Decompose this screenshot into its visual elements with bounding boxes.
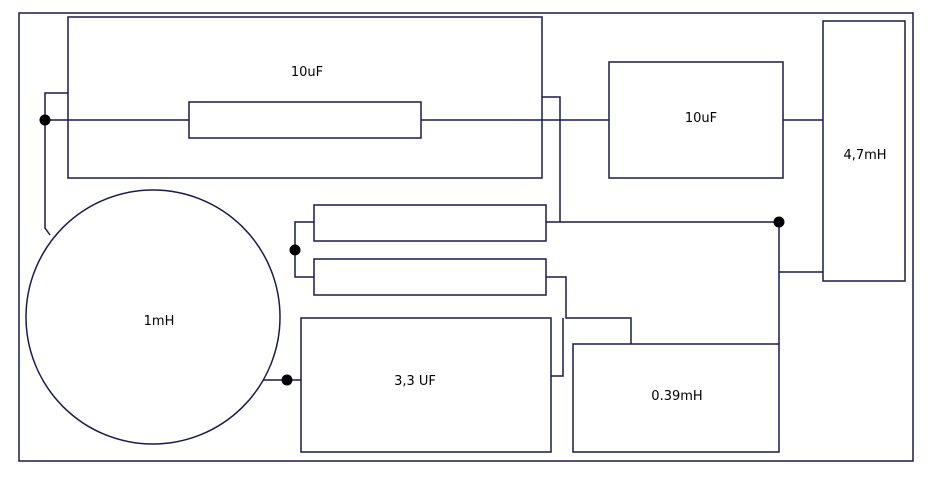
cap-top-right-10uf — [608, 61, 784, 179]
resistor-mid-lower — [313, 258, 547, 296]
cap-bottom-label: 3,3 UF — [394, 374, 436, 389]
cap-large-10uf — [67, 16, 543, 179]
node-left — [39, 114, 51, 126]
wire-mid-lower-to-inductor — [546, 276, 632, 344]
wire-left-to-inductor — [44, 120, 51, 236]
cap-top-right-label: 10uF — [685, 111, 717, 126]
junction-nodes — [39, 114, 785, 386]
wire-left-to-cap — [44, 92, 68, 120]
node-bottom — [281, 374, 293, 386]
inductor-4-7mh — [822, 20, 906, 282]
cap-large-label: 10uF — [291, 65, 323, 80]
resistor-mid-upper — [313, 204, 547, 242]
inductor-bottom-label: 0.39mH — [651, 389, 702, 404]
inductor-1mh — [25, 189, 281, 445]
inductor-round-label: 1mH — [144, 314, 175, 329]
node-right — [773, 216, 785, 228]
node-resistors — [289, 244, 301, 256]
inductor-0-39mh — [572, 343, 780, 453]
board-outline — [18, 12, 914, 462]
inductor-right-label: 4,7mH — [843, 148, 886, 163]
resistor-top — [188, 101, 422, 139]
wire-cap-right-down — [542, 96, 561, 222]
wire-cap-bottom-right — [551, 318, 564, 377]
cap-bottom-3-3uf — [300, 317, 552, 453]
